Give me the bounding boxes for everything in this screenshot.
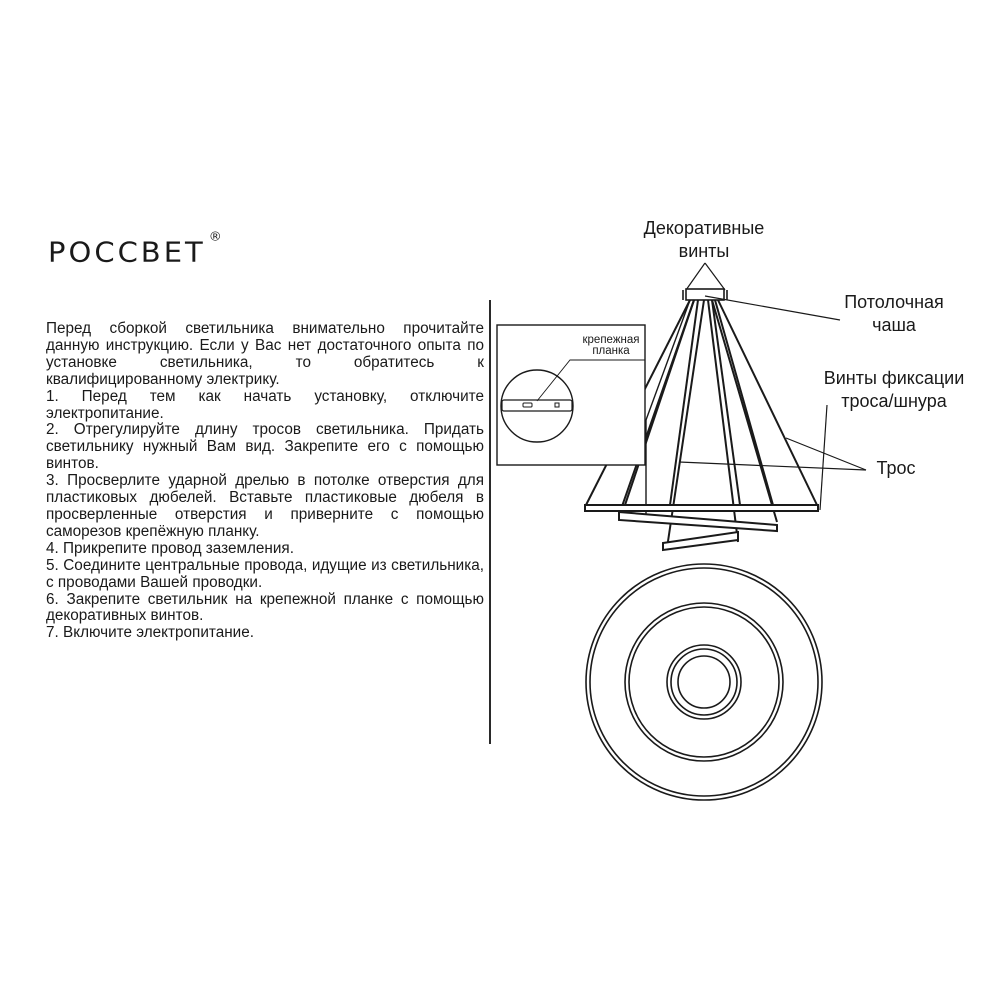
cable-leaders	[678, 437, 867, 471]
instruction-step-1: 1. Перед тем как начать установку, отклю…	[46, 387, 484, 422]
label-ceiling-cup: Потолочная чаша	[824, 291, 964, 337]
brand-logo-text: РОССВЕТ	[48, 235, 206, 269]
label-fixing-screws-line2: троса/шнура	[841, 391, 947, 411]
label-mounting-plate-line2: планка	[592, 345, 630, 357]
label-cable: Трос	[866, 457, 926, 480]
instruction-step-3: 3. Просверлите ударной дрелью в потолке …	[46, 472, 484, 540]
brand-logo: РОССВЕТ®	[48, 231, 222, 269]
column-divider	[489, 300, 491, 744]
installation-instructions: Перед сборкой светильника внимательно пр…	[46, 320, 484, 642]
instruction-step-4: 4. Прикрепите провод заземления.	[46, 539, 294, 557]
label-fixing-screws-line1: Винты фиксации	[823, 368, 965, 388]
rings-top-view	[585, 563, 823, 801]
ceiling-cup-leader	[704, 295, 841, 321]
instructions-intro: Перед сборкой светильника внимательно пр…	[46, 320, 484, 388]
label-mounting-plate-line1: крепежная	[582, 334, 640, 346]
label-ceiling-cup-line1: Потолочная	[844, 292, 944, 312]
label-mounting-plate: крепежная планка	[575, 334, 647, 357]
label-decorative-screws-line1: Декоративные	[643, 218, 765, 238]
rings-side-view	[584, 504, 819, 552]
label-cable-text: Трос	[876, 458, 916, 478]
registered-mark: ®	[208, 230, 222, 245]
label-decorative-screws: Декоративные винты	[614, 217, 794, 263]
label-fixing-screws: Винты фиксации троса/шнура	[808, 367, 980, 413]
instruction-step-6: 6. Закрепите светильник на крепежной пла…	[46, 590, 484, 625]
instruction-step-7: 7. Включите электропитание.	[46, 624, 254, 642]
instruction-step-2: 2. Отрегулируйте длину тросов светильник…	[46, 421, 484, 473]
cables	[585, 299, 818, 549]
instruction-step-5: 5. Соедините центральные провода, идущие…	[46, 556, 484, 591]
decorative-screws-leader	[685, 262, 726, 291]
fixing-screws-leader	[819, 404, 828, 511]
mounting-plate-inset	[496, 324, 646, 466]
ceiling-cup-icon	[682, 288, 728, 301]
label-decorative-screws-line2: винты	[678, 241, 730, 261]
label-ceiling-cup-line2: чаша	[872, 315, 916, 335]
